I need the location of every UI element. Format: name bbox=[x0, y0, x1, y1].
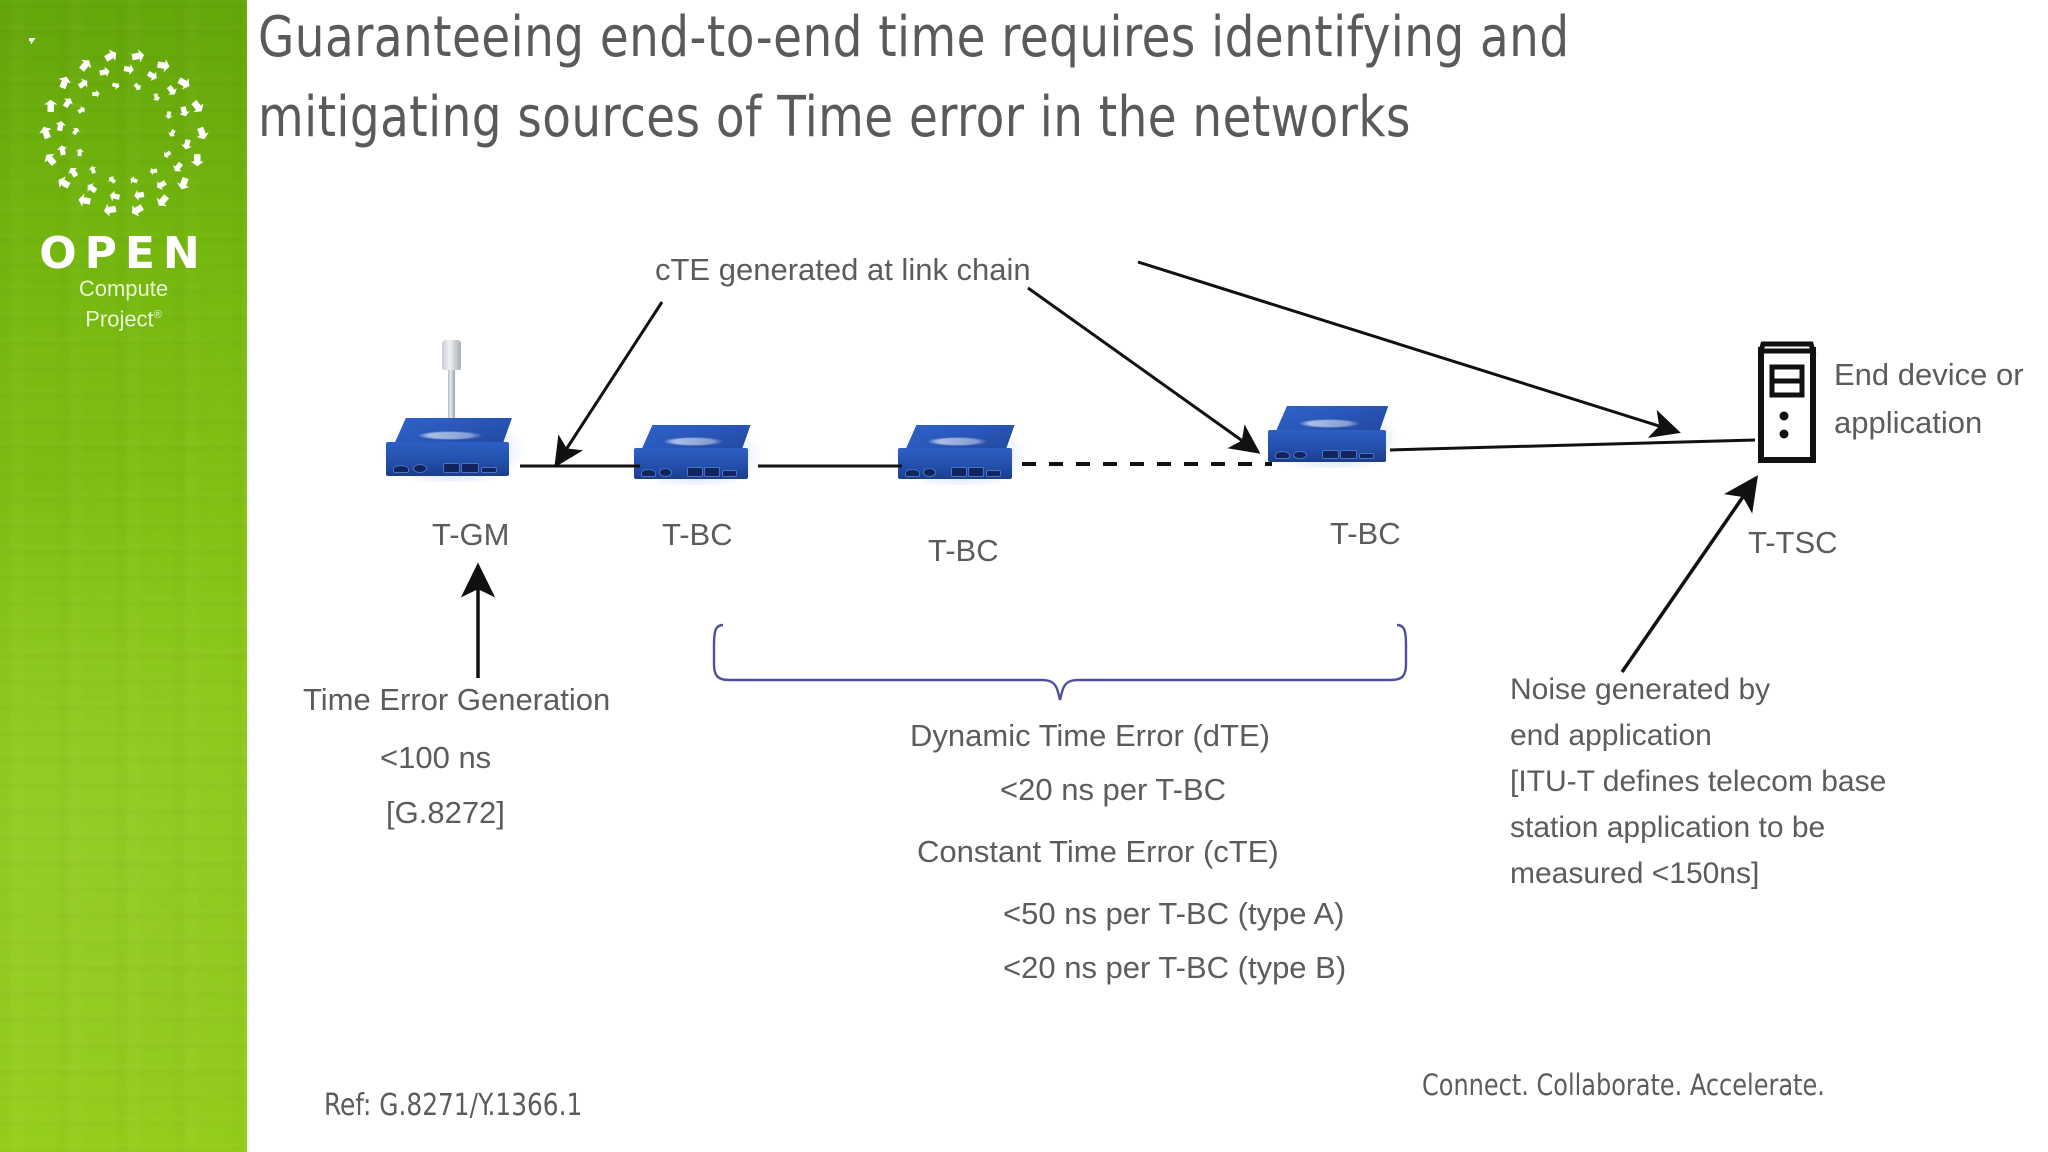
logo-sub-project: Project® bbox=[85, 306, 162, 332]
link-bc3-to-tsc bbox=[1389, 438, 1756, 452]
end-device-tower-icon bbox=[1755, 340, 1819, 465]
annotation-center-line1: Dynamic Time Error (dTE) bbox=[910, 718, 1270, 753]
annotation-left-line1: <100 ns bbox=[380, 740, 492, 775]
annotation-right-line4: station application to be bbox=[1510, 811, 1826, 844]
device-ports bbox=[391, 462, 499, 474]
arrow-noise-to-end-device bbox=[1620, 475, 1758, 673]
callout-cte-link-chain: cTE generated at link chain bbox=[655, 252, 1031, 287]
antenna-cap-icon bbox=[442, 340, 461, 370]
annotation-right-line1: Noise generated by bbox=[1510, 673, 1771, 706]
annotation-left-line2: [G.8272] bbox=[386, 795, 505, 830]
device-t-gm bbox=[380, 340, 526, 482]
annotation-right-line3: [ITU-T defines telecom base bbox=[1510, 765, 1887, 798]
device-face bbox=[634, 437, 749, 479]
footer-reference: Ref: G.8271/Y.1366.1 bbox=[324, 1088, 583, 1123]
label-end-device-line2: application bbox=[1834, 405, 1983, 440]
ocp-logo: OPEN Compute Project® bbox=[0, 38, 247, 332]
antenna-mast-icon bbox=[448, 366, 455, 422]
device-face bbox=[1268, 418, 1386, 462]
device-ports bbox=[1273, 448, 1377, 460]
logo-wordmark: OPEN bbox=[39, 228, 208, 279]
page-title: Guaranteeing end-to-end time requires id… bbox=[258, 5, 1570, 150]
device-t-bc-1 bbox=[628, 421, 764, 485]
annotation-center-line4: <50 ns per T-BC (type A) bbox=[1003, 896, 1345, 931]
sidebar-texture bbox=[0, 0, 247, 1152]
device-t-bc-2 bbox=[892, 421, 1028, 485]
annotation-right-line2: end application bbox=[1510, 719, 1712, 752]
device-t-bc-3 bbox=[1262, 402, 1402, 468]
arrow-cte-to-tsc-link bbox=[1137, 260, 1681, 438]
node-label-t-tsc: T-TSC bbox=[1748, 525, 1838, 560]
node-label-t-bc-3: T-BC bbox=[1330, 516, 1401, 551]
arrow-cte-to-bc3-link bbox=[1027, 286, 1261, 454]
tempus-logo-icon bbox=[927, 437, 987, 446]
annotation-center-line2: <20 ns per T-BC bbox=[1000, 772, 1227, 807]
logo-sub-compute: Compute bbox=[78, 276, 169, 301]
tempus-logo-icon bbox=[1298, 418, 1360, 428]
annotation-right-line5: measured <150ns] bbox=[1510, 857, 1760, 890]
tempus-logo-icon bbox=[418, 430, 483, 441]
tempus-logo-icon bbox=[663, 437, 723, 446]
bracket-dte-cte bbox=[712, 623, 1408, 701]
node-label-t-gm: T-GM bbox=[432, 517, 510, 552]
annotation-center-line5: <20 ns per T-BC (type B) bbox=[1003, 950, 1347, 985]
annotation-left-heading: Time Error Generation bbox=[303, 682, 611, 717]
device-face bbox=[898, 437, 1013, 479]
footer-tagline: Connect. Collaborate. Accelerate. bbox=[1422, 1068, 1825, 1102]
device-ports bbox=[903, 466, 1003, 477]
node-label-t-bc-1: T-BC bbox=[662, 517, 733, 552]
device-face bbox=[386, 430, 510, 476]
device-ports bbox=[639, 466, 739, 477]
label-end-device-line1: End device or bbox=[1834, 357, 2024, 392]
brand-sidebar: OPEN Compute Project® bbox=[0, 0, 247, 1152]
arrow-ring-icon bbox=[28, 38, 210, 219]
annotation-center-line3: Constant Time Error (cTE) bbox=[917, 834, 1279, 869]
node-label-t-bc-2: T-BC bbox=[928, 533, 999, 568]
